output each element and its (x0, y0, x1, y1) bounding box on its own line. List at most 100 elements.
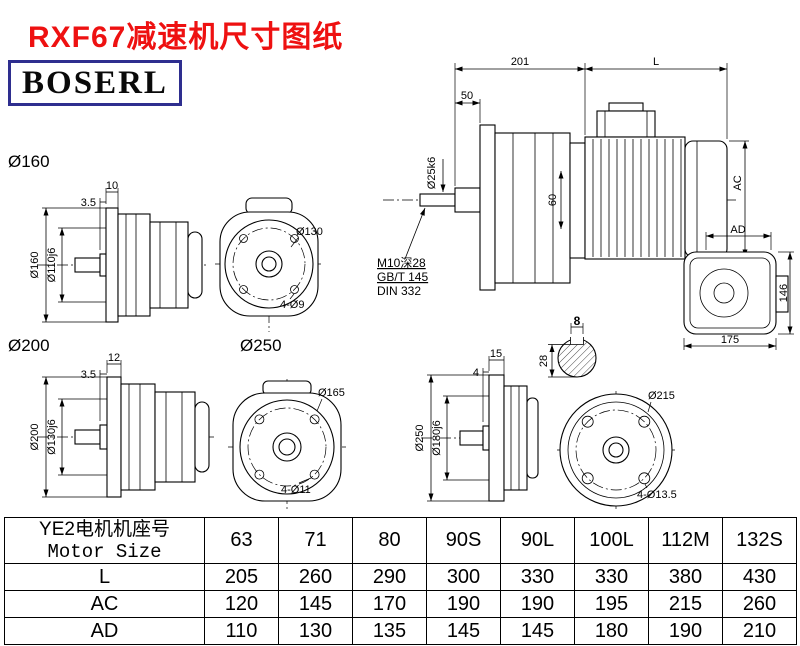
key-section-dimensions: 8 28 (538, 314, 584, 378)
flange160-dimensions: 10 3.5 Ø160 Ø110j6 (29, 180, 119, 323)
dim-value: 180 (574, 617, 649, 645)
row-label: AC (4, 590, 205, 618)
dim-201: 201 (511, 56, 529, 68)
dim-value: 110 (204, 617, 279, 645)
dim-value: 260 (722, 590, 797, 618)
drawing-flange160-front: Ø130 4-Ø9 (215, 197, 323, 332)
drawing-main-assembly: 201 L 50 Ø25k6 60 AC M10深28 GB/T 145 DIN… (377, 56, 749, 298)
table-row-L: L 205 260 290 300 330 330 380 430 (4, 563, 797, 591)
flange250-mid-body (232, 380, 342, 502)
flange250-label: Ø250 (240, 336, 282, 355)
motor-end-body (683, 251, 789, 335)
dim-146: 146 (778, 284, 790, 302)
size-header: 80 (352, 517, 427, 564)
flange250-mid-labels: Ø165 4-Ø11 (281, 387, 345, 496)
dim-AC: AC (732, 175, 744, 190)
dim-bolt-circle: Ø130 (296, 226, 323, 238)
dim-flange-od: Ø200 (29, 424, 41, 451)
flange250-dimensions: 15 4 Ø250 Ø180j6 (414, 348, 505, 502)
dim-60: 60 (547, 194, 559, 206)
motor-fins (592, 139, 682, 257)
motor-size-label-cn: YE2电机机座号 (39, 518, 170, 540)
dim-pilot: Ø180j6 (431, 420, 443, 455)
flange200-label: Ø200 (8, 336, 50, 355)
dim-bolt-circle: Ø165 (318, 387, 345, 399)
size-header: 90L (500, 517, 575, 564)
size-header: 112M (648, 517, 723, 564)
dim-shoulder: 3.5 (81, 197, 96, 209)
dim-L: L (653, 56, 659, 68)
dim-value: 145 (426, 617, 501, 645)
row-label: L (4, 563, 205, 591)
assembly-notes: M10深28 GB/T 145 DIN 332 (377, 207, 428, 298)
key-section-body (557, 334, 597, 378)
dim-value: 145 (500, 617, 575, 645)
drawing-flange160-side: 10 3.5 Ø160 Ø110j6 (29, 180, 206, 323)
dim-bolt-holes: 4-Ø11 (281, 484, 311, 496)
dim-pilot: Ø110j6 (46, 248, 58, 283)
flange160-label: Ø160 (8, 152, 50, 171)
motor-size-header-cell: YE2电机机座号 Motor Size (4, 517, 205, 564)
dim-value: 210 (722, 617, 797, 645)
dim-key-width: 8 (574, 314, 581, 328)
flange160-body (74, 207, 203, 323)
dim-value: 135 (352, 617, 427, 645)
dim-flange-od: Ø160 (29, 252, 41, 279)
brand-logo: BOSERL (8, 60, 182, 106)
table-row-AC: AC 120 145 170 190 190 195 215 260 (4, 590, 797, 618)
brand-logo-text: BOSERL (22, 64, 168, 101)
drawing-flange250-front-mid: Ø165 4-Ø11 (228, 379, 346, 511)
dim-pilot: Ø130j6 (46, 419, 58, 454)
dim-value: 190 (500, 590, 575, 618)
size-header: 71 (278, 517, 353, 564)
dim-bolt-holes: 4-Ø9 (280, 299, 304, 311)
note-gb-standard: GB/T 145 (377, 270, 428, 284)
dim-flange-od: Ø250 (414, 425, 426, 452)
dim-value: 260 (278, 563, 353, 591)
drawing-motor-end-view: AD 146 175 (683, 224, 794, 350)
flange250-right-labels: Ø215 4-Ø13.5 (637, 390, 677, 501)
dim-value: 290 (352, 563, 427, 591)
dim-value: 205 (204, 563, 279, 591)
dimension-table: YE2电机机座号 Motor Size 63 71 80 90S 90L 100… (4, 517, 797, 645)
flange160-front-body (219, 197, 319, 317)
bolt-circle (232, 227, 306, 301)
note-din-standard: DIN 332 (377, 284, 421, 298)
terminal-box (596, 110, 656, 138)
dim-value: 145 (278, 590, 353, 618)
flange250-body (459, 374, 539, 502)
bolt-circle (247, 407, 327, 487)
dim-value: 215 (648, 590, 723, 618)
dim-flange-thickness: 10 (106, 180, 118, 192)
flange160-front-labels: Ø130 4-Ø9 (280, 226, 323, 311)
bolt-circle (575, 409, 657, 491)
dim-value: 130 (278, 617, 353, 645)
table-header-row: YE2电机机座号 Motor Size 63 71 80 90S 90L 100… (4, 517, 797, 564)
dim-value: 330 (574, 563, 649, 591)
dim-value: 170 (352, 590, 427, 618)
size-header: 132S (722, 517, 797, 564)
flange200-body (74, 376, 210, 498)
size-header: 63 (204, 517, 279, 564)
dim-shoulder: 4 (473, 367, 479, 379)
size-header: 100L (574, 517, 649, 564)
dim-key-height: 28 (538, 355, 550, 367)
drawing-flange200-side: 12 3.5 Ø200 Ø130j6 (29, 352, 214, 498)
dim-AD: AD (730, 224, 745, 236)
assembly-gear-housing (479, 124, 586, 291)
dim-value: 190 (426, 590, 501, 618)
dim-flange-thickness: 15 (490, 348, 502, 360)
drawing-flange250-side: 15 4 Ø250 Ø180j6 (414, 348, 539, 502)
table-row-AD: AD 110 130 135 145 145 180 190 210 (4, 617, 797, 645)
dim-value: 300 (426, 563, 501, 591)
dim-bolt-circle: Ø215 (648, 390, 675, 402)
dim-shaft-diameter: Ø25k6 (426, 157, 438, 189)
assembly-motor (584, 102, 728, 260)
dim-value: 330 (500, 563, 575, 591)
page-title: RXF67减速机尺寸图纸 (28, 21, 344, 54)
flange200-dimensions: 12 3.5 Ø200 Ø130j6 (29, 352, 122, 498)
dim-value: 430 (722, 563, 797, 591)
note-tapped-hole: M10深28 (377, 256, 426, 270)
dim-shoulder: 3.5 (81, 369, 96, 381)
